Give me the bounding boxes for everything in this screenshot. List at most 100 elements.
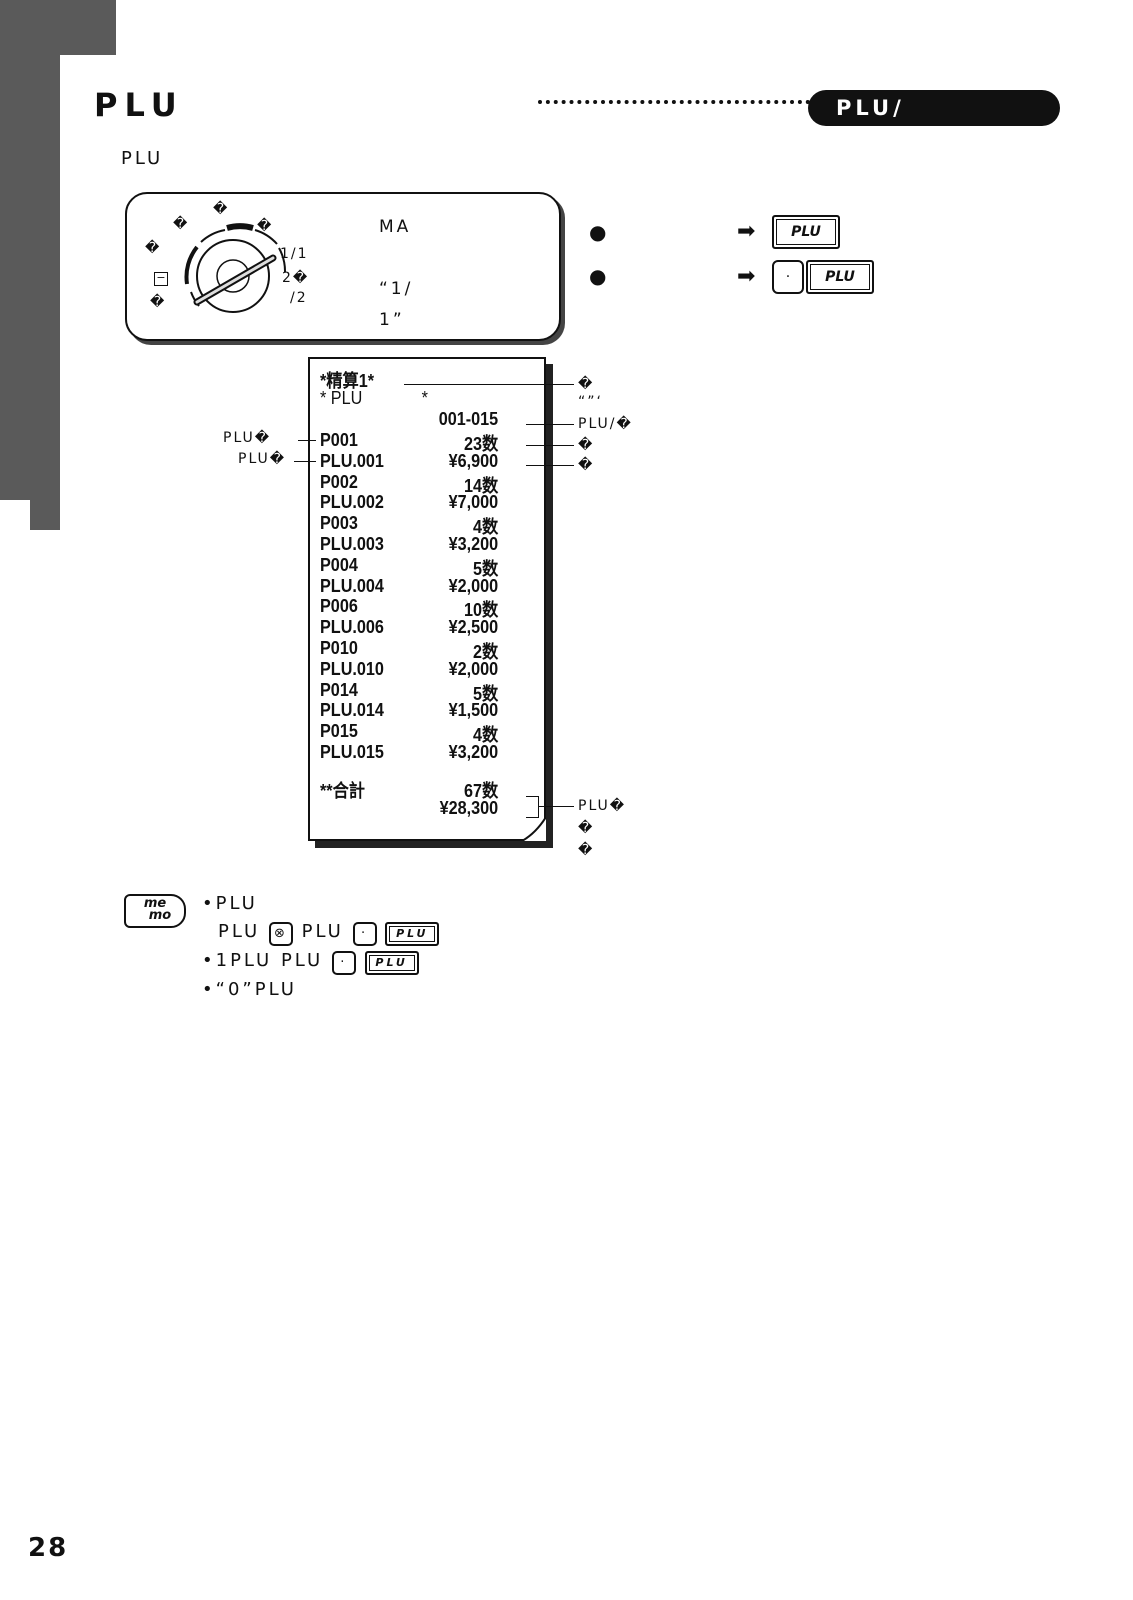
mode-dial-icon xyxy=(184,223,287,313)
leader-line xyxy=(526,465,574,466)
receipt-row-left: P014 xyxy=(320,679,358,700)
receipt-row-left: PLU.002 xyxy=(320,492,384,513)
memo-icon: me mo xyxy=(124,894,186,928)
dot-key[interactable]: · xyxy=(331,951,356,975)
mode-pill: PLU/ xyxy=(808,90,1060,126)
dial-label-7: 2� xyxy=(282,270,310,286)
plu-key[interactable]: PLU xyxy=(385,922,440,946)
receipt-row: PLU.006 ¥2,500 xyxy=(320,617,498,638)
dial-label-2: � xyxy=(173,216,190,232)
page-title: PLU xyxy=(94,86,184,124)
receipt-row-right: 14数 xyxy=(463,475,499,496)
memo-line-2: PLU ⊗ PLU · PLU xyxy=(218,921,440,946)
dial-label-5: � xyxy=(150,294,167,310)
receipt-row-right: ¥6,900 xyxy=(448,450,499,471)
receipt-row: P006 10数 xyxy=(320,596,498,620)
receipt-total-amount-row: ¥28,300 xyxy=(439,798,499,818)
receipt-row-right: 10数 xyxy=(463,600,499,621)
receipt-row: PLU.002¥7,000 xyxy=(320,492,498,513)
receipt-row-right: 5数 xyxy=(472,683,499,704)
dial-label-4: � xyxy=(145,240,162,256)
receipt-row-left: P002 xyxy=(320,471,358,492)
receipt-subheader: * PLU * xyxy=(320,388,428,408)
memo-line-4: •“0”PLU xyxy=(202,979,297,1000)
callout-quantity: � xyxy=(578,437,595,453)
key-op-label: ● xyxy=(589,264,613,288)
x-key[interactable]: ⊗ xyxy=(268,922,293,946)
callout-report-title: � xyxy=(578,376,595,392)
dot-key[interactable]: · xyxy=(772,260,804,294)
total-bracket xyxy=(526,796,539,818)
receipt-row-left: PLU.006 xyxy=(320,617,384,638)
side-tab xyxy=(0,0,60,530)
callout-plu-name: PLU� xyxy=(238,451,287,467)
receipt-row: PLU.015 ¥3,200 xyxy=(320,742,498,763)
memo-line-1: •PLU xyxy=(202,893,258,914)
mode-text-line xyxy=(379,243,549,274)
leader-line xyxy=(404,384,574,385)
minus-mode-icon: − xyxy=(154,272,168,286)
receipt-row-right: 5数 xyxy=(472,558,499,579)
leader-line xyxy=(538,806,574,807)
callout-plu-range: PLU/� xyxy=(578,416,633,432)
receipt-row-right: 4数 xyxy=(472,725,499,746)
receipt-row-right: ¥1,500 xyxy=(448,700,499,721)
side-tab-top xyxy=(60,0,116,55)
plu-key[interactable]: PLU xyxy=(772,215,840,249)
receipt-row-left: PLU.010 xyxy=(320,658,384,679)
receipt-row: PLU.001 ¥6,900 xyxy=(320,451,498,472)
page-number: 28 xyxy=(28,1533,69,1563)
dot-key[interactable]: · xyxy=(352,922,377,946)
receipt-row: PLU.003 ¥3,200 xyxy=(320,534,498,555)
receipt-row-right: ¥3,200 xyxy=(448,534,499,554)
dial-label-3: � xyxy=(257,218,274,234)
receipt-row: P004 5数 xyxy=(320,554,498,579)
plu-key[interactable]: PLU xyxy=(806,260,874,294)
receipt-header: *精算1* xyxy=(320,371,375,391)
plu-key[interactable]: PLU xyxy=(364,951,419,975)
receipt-row-right: ¥3,200 xyxy=(448,742,499,762)
leader-line xyxy=(298,440,316,441)
receipt-row-left: P010 xyxy=(320,638,358,658)
receipt-row-right: ¥2,000 xyxy=(448,575,499,596)
arrow-right-icon: ➡ xyxy=(737,219,756,244)
receipt-row-left: PLU.001 xyxy=(320,450,384,471)
receipt-row: P010 2数 xyxy=(320,638,498,662)
callout-total: PLU� xyxy=(578,798,627,814)
title-leader-dots xyxy=(538,100,818,104)
mode-instructions: MA “1/ 1” xyxy=(379,212,549,336)
receipt-row: PLU.004¥2,000 xyxy=(320,576,498,597)
arrow-right-icon: ➡ xyxy=(737,264,756,289)
receipt-total-qty-row: **合計 67数 xyxy=(320,781,499,801)
leader-line xyxy=(526,445,574,446)
receipt-row-left: P004 xyxy=(320,554,358,575)
receipt-row-right: 2数 xyxy=(472,642,499,662)
key-op-row-1: ● xyxy=(589,220,612,244)
mode-text-line: 1” xyxy=(379,310,405,330)
leader-line xyxy=(526,424,574,425)
receipt-row: PLU.010 ¥2,000 xyxy=(320,659,498,680)
receipt-row-left: P003 xyxy=(320,513,358,534)
callout-amount: � xyxy=(578,457,595,473)
key-op-row-2: ● xyxy=(589,264,612,288)
memo-line-3: •1PLU PLU · PLU xyxy=(202,950,419,975)
receipt-row-left: P006 xyxy=(320,596,358,617)
receipt-range: 001-015 xyxy=(438,409,499,429)
receipt-row-right: ¥2,000 xyxy=(448,658,499,679)
callout-total-2: � xyxy=(578,820,595,836)
receipt-row-right: 23数 xyxy=(463,434,499,454)
receipt-row-right: ¥2,500 xyxy=(448,617,499,638)
side-tab-notch xyxy=(0,500,30,530)
callout-total-3: � xyxy=(578,842,595,858)
callout-plu-number: PLU� xyxy=(223,430,272,446)
callout-report-note: “”‘ xyxy=(578,394,603,410)
intro-text: PLU xyxy=(121,148,164,169)
receipt-row-left: PLU.014 xyxy=(320,700,384,721)
title-main: PLU xyxy=(94,86,184,124)
receipt-row-left: PLU.003 xyxy=(320,534,384,554)
receipt-row-left: PLU.015 xyxy=(320,742,384,762)
